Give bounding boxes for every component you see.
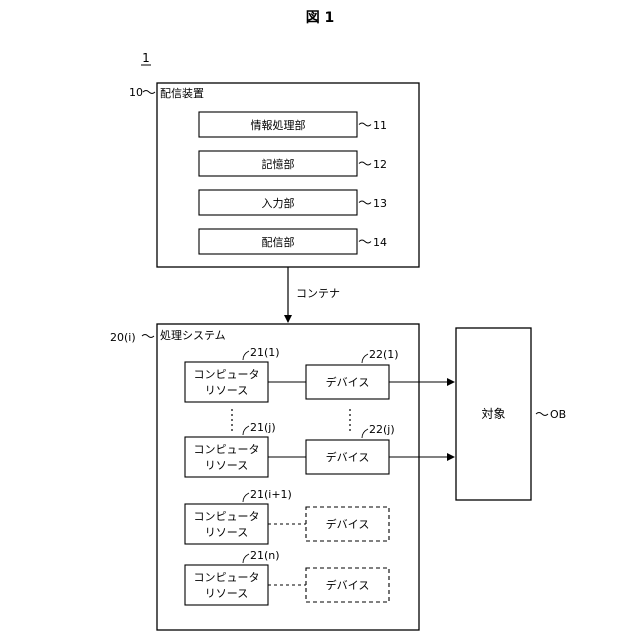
resource-leader (243, 493, 249, 502)
unit-label: 入力部 (262, 196, 295, 210)
device-ref: 22(1) (369, 348, 399, 361)
unit-ref: 11 (373, 119, 387, 132)
distribution-device-ref: 10 (129, 86, 143, 99)
computer-resource-label-line1: コンピュータ (194, 443, 260, 456)
device-leader (362, 354, 368, 363)
target-ref: OB (550, 408, 566, 421)
device-label: デバイス (326, 517, 370, 531)
device-label: デバイス (326, 375, 370, 389)
resource-rows: コンピュータリソース 21(1) デバイス 22(1) コンピュータリソース 21(j) デ… (185, 346, 454, 605)
unit-ref: 13 (373, 197, 387, 210)
unit-leader (359, 201, 371, 204)
computer-resource-label-line1: コンピュータ (194, 571, 260, 584)
unit-label: 記憶部 (262, 157, 295, 171)
distribution-device-label: 配信装置 (160, 87, 204, 100)
container-label: コンテナ (296, 287, 340, 300)
device-label: デバイス (326, 450, 370, 464)
unit-leader (359, 162, 371, 165)
computer-resource-label-line2: リソース (205, 384, 248, 397)
distribution-device-leader (143, 91, 155, 94)
target-leader (536, 413, 548, 416)
unit-label: 情報処理部 (251, 118, 306, 132)
device-ref: 22(j) (369, 423, 395, 436)
figure-title: 図 1 (306, 10, 335, 26)
device-label: デバイス (326, 578, 370, 592)
resource-ref: 21(n) (250, 549, 280, 562)
target-label: 対象 (481, 407, 505, 421)
system-ref: 1 (142, 51, 150, 65)
unit-leader (359, 240, 371, 243)
computer-resource-label-line2: リソース (205, 526, 248, 539)
unit-ref: 14 (373, 236, 387, 249)
processing-system-ref: 20(i) (110, 331, 136, 344)
computer-resource-label-line2: リソース (205, 459, 248, 472)
computer-resource-label-line1: コンピュータ (194, 510, 260, 523)
resource-ref: 21(i+1) (250, 488, 292, 501)
resource-ref: 21(j) (250, 421, 276, 434)
unit-group: 情報処理部 11 記憶部 12 入力部 13 配信部 14 (199, 112, 387, 254)
resource-ref: 21(1) (250, 346, 280, 359)
device-leader (362, 429, 368, 438)
unit-label: 配信部 (262, 235, 295, 249)
resource-leader (243, 351, 249, 360)
processing-system-leader (142, 335, 154, 338)
unit-leader (359, 123, 371, 126)
resource-leader (243, 554, 249, 563)
computer-resource-label-line2: リソース (205, 587, 248, 600)
unit-ref: 12 (373, 158, 387, 171)
computer-resource-label-line1: コンピュータ (194, 368, 260, 381)
resource-leader (243, 426, 249, 435)
processing-system-label: 処理システム (160, 329, 226, 342)
